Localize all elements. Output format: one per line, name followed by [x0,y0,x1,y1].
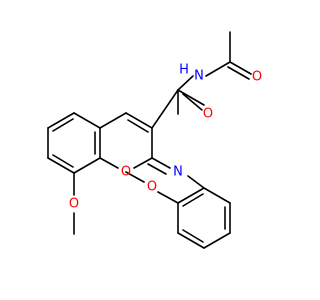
bond-c4-c4a [99,112,127,129]
bond-c8-c8a [73,157,101,174]
atom-label-nh: N [194,69,204,84]
bond-ring-o-c8a [99,157,119,169]
bond-c7-c8-inner [52,154,74,168]
bond-methoxy-o-methyl-right [125,171,145,183]
molecule-structure-diagram: N H O O O N O O [47,31,262,249]
bond-c7-c8 [47,157,75,174]
bond-acetyl-co-double-a [229,61,252,75]
bond-nh-amide-carbon [177,75,194,91]
bond-c4a-c5 [73,112,101,129]
bond-n-aryl [187,175,205,189]
bond-amide-co-double-c [182,93,203,111]
bond-aryl-c4-c5 [203,232,231,249]
bond-layer [47,31,252,249]
atom-label-layer: N H O O O N O O [69,63,262,212]
bond-c2-n-double-a [151,157,171,169]
atom-label-ring-oxygen: O [121,165,131,180]
bond-aryl-c1-c2 [177,187,205,204]
bond-c2-ring-o [133,157,153,169]
bond-carbonyl-nh [205,61,231,77]
bond-amide-carbon-c3 [151,89,179,129]
bond-c5-c6-inner [52,118,74,132]
bond-c3-c4-double-b [127,119,149,133]
atom-label-nh-hydrogen: H [179,63,189,78]
bond-aryl-c3-c4 [177,232,205,249]
atom-label-amide-oxygen: O [203,107,213,122]
bond-aryl-methoxy-o [157,191,179,204]
atom-label-acetyl-oxygen: O [252,70,262,85]
bond-c5-c6 [47,112,75,129]
bond-c3-c4-double-a [125,112,153,129]
bond-aryl-c6-c1 [203,187,231,204]
bond-amide-co-double-b [177,89,205,106]
bond-aryl-c1-c2-inner [182,193,204,207]
atom-label-imine-nitrogen: N [173,165,183,180]
bond-acetyl-co-double-b [227,66,250,80]
bond-c2-n-double-b [147,163,167,175]
atom-label-methoxy-oxygen-left: O [69,197,79,212]
bond-aryl-c3-c4-inner [182,229,204,243]
atom-label-methoxy-oxygen-right: O [147,180,157,195]
